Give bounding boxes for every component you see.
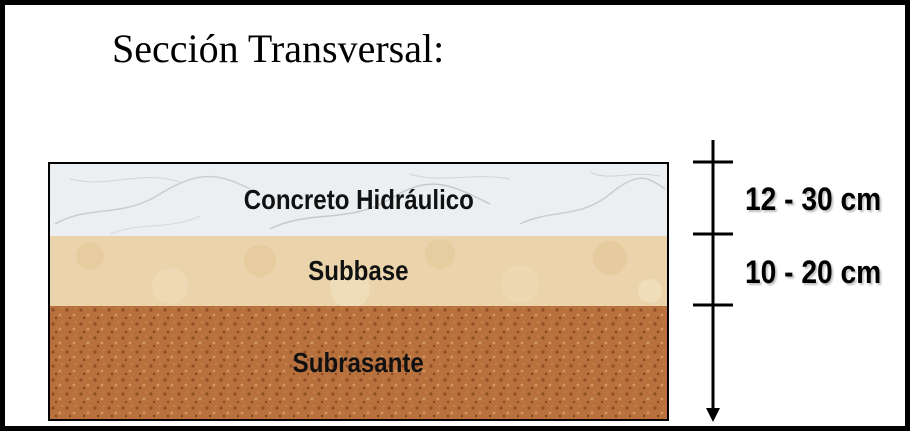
layer-concrete-label: Concreto Hidráulico [243, 184, 474, 215]
subbase-texture [50, 236, 667, 306]
diagram-title: Sección Transversal: [112, 26, 445, 71]
layer-subbase-label: Subbase [308, 255, 409, 286]
layer-subgrade: Subrasante [48, 304, 669, 421]
dimension-line [693, 140, 733, 422]
soil-texture [50, 306, 667, 419]
arrow-down-icon [706, 408, 720, 422]
dimension-label-subbase: 10 - 20 cm [745, 254, 882, 290]
marble-texture [50, 164, 667, 236]
layer-subbase: Subbase [48, 234, 669, 306]
dimension-label-concrete: 12 - 30 cm [745, 181, 882, 217]
layer-subgrade-label: Subrasante [292, 346, 425, 378]
layer-concrete: Concreto Hidráulico [48, 162, 669, 236]
